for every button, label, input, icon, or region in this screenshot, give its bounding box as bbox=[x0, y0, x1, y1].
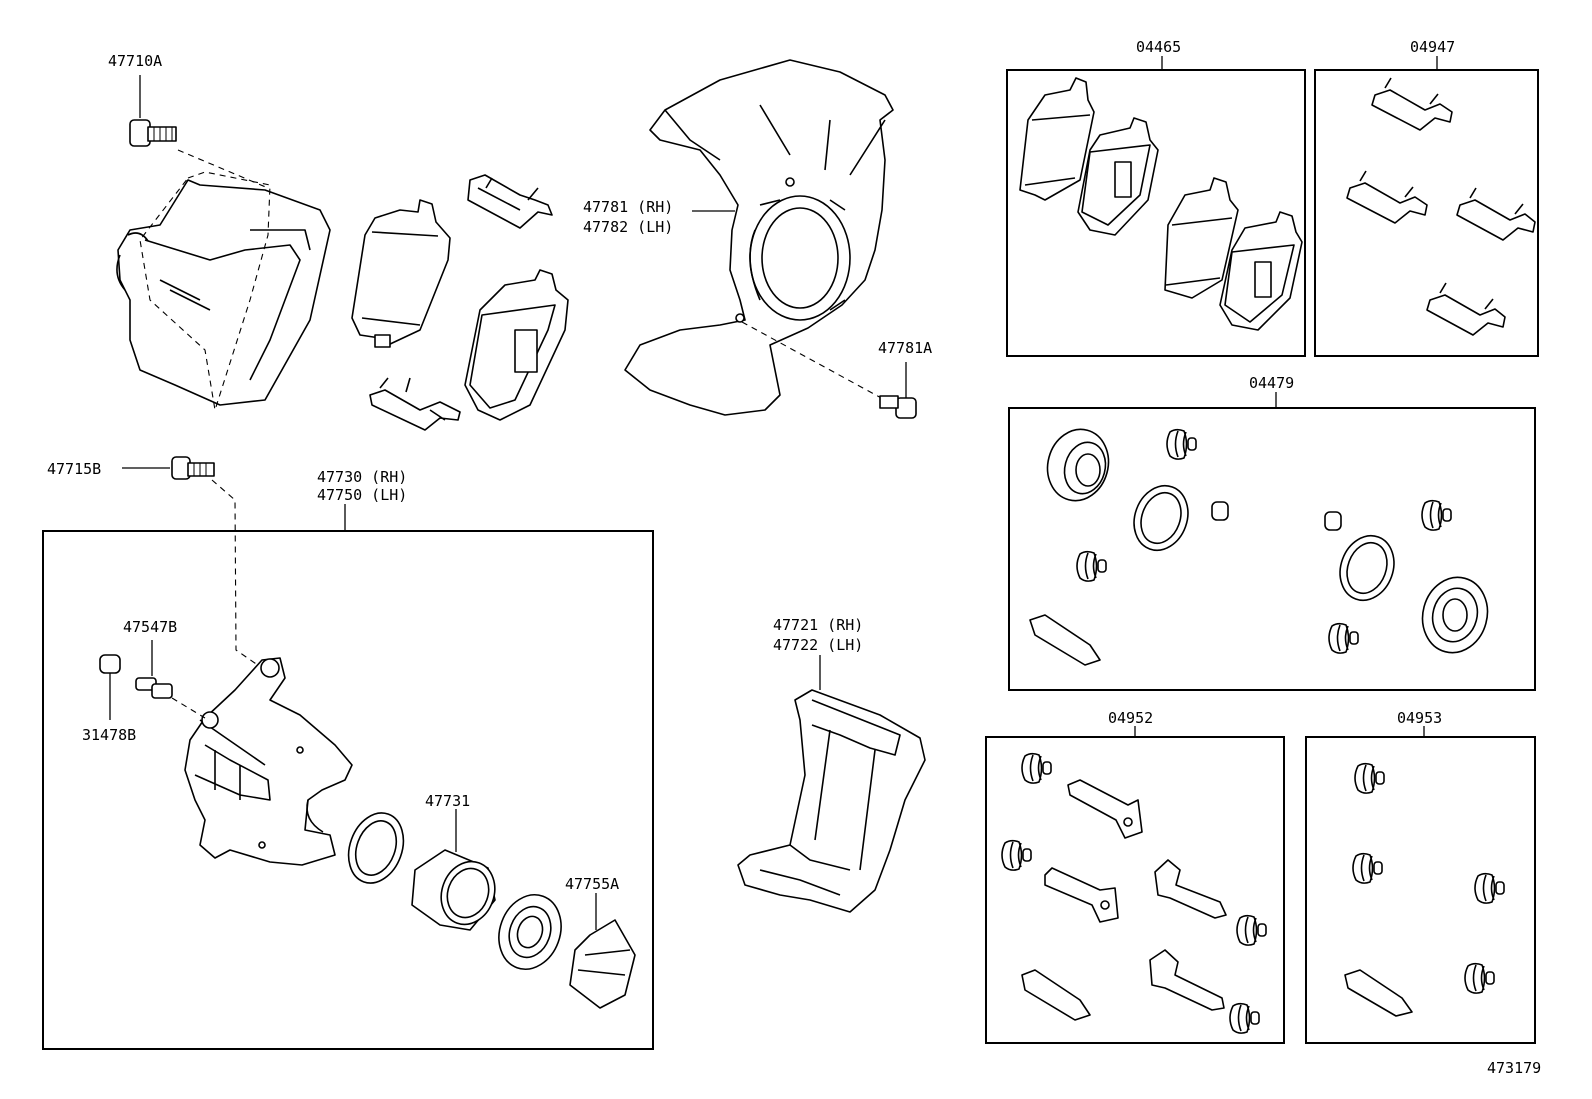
piston-seal[interactable] bbox=[339, 805, 412, 890]
label-04947: 04947 bbox=[1410, 38, 1455, 56]
kit-04479-parts[interactable] bbox=[1029, 422, 1496, 666]
label-47782-lh: 47782 (LH) bbox=[583, 218, 673, 236]
bleeder-cap-31478B[interactable] bbox=[99, 654, 121, 720]
caliper-assembly-box bbox=[42, 530, 654, 1050]
label-04479: 04479 bbox=[1249, 374, 1294, 392]
label-47721-rh: 47721 (RH) bbox=[773, 616, 863, 634]
label-47781-rh: 47781 (RH) bbox=[583, 198, 673, 216]
kit-04952-parts[interactable] bbox=[1001, 752, 1267, 1034]
kit-04947-clips[interactable] bbox=[1346, 77, 1536, 336]
bolt-47710A[interactable] bbox=[129, 75, 177, 147]
kit-04479-box bbox=[1008, 407, 1536, 691]
kit-04947-box bbox=[1314, 69, 1539, 357]
brake-pad-outer[interactable] bbox=[464, 269, 569, 421]
bleeder-plug-47547B[interactable] bbox=[135, 640, 206, 719]
label-47710A: 47710A bbox=[108, 52, 162, 70]
kit-04953-parts[interactable] bbox=[1344, 762, 1505, 1017]
label-47755A: 47755A bbox=[565, 875, 619, 893]
label-47722-lh: 47722 (LH) bbox=[773, 636, 863, 654]
label-04953: 04953 bbox=[1397, 709, 1442, 727]
label-47730-rh: 47730 (RH) bbox=[317, 468, 407, 486]
kit-04465-box bbox=[1006, 69, 1306, 357]
caliper-mounting-bracket[interactable] bbox=[737, 655, 926, 913]
kit-04953-box bbox=[1305, 736, 1536, 1044]
label-04465: 04465 bbox=[1136, 38, 1181, 56]
anti-squeal-plate-47755A[interactable] bbox=[569, 893, 636, 1009]
label-47731: 47731 bbox=[425, 792, 470, 810]
label-04952: 04952 bbox=[1108, 709, 1153, 727]
disc-dust-shield[interactable] bbox=[624, 59, 894, 416]
label-31478B: 31478B bbox=[82, 726, 136, 744]
kit-04465-pads[interactable] bbox=[1019, 77, 1303, 331]
bolt-47781A[interactable] bbox=[879, 362, 917, 419]
label-47715B: 47715B bbox=[47, 460, 101, 478]
cylinder-boot[interactable] bbox=[489, 886, 571, 978]
drawing-number: 473179 bbox=[1487, 1059, 1541, 1077]
piston-47731[interactable] bbox=[411, 809, 503, 932]
caliper-housing[interactable] bbox=[184, 657, 353, 866]
brake-pad-inner[interactable] bbox=[351, 199, 451, 348]
label-47781A: 47781A bbox=[878, 339, 932, 357]
pad-clip-lower[interactable] bbox=[369, 377, 461, 431]
pad-clip-upper[interactable] bbox=[467, 174, 553, 229]
bolt-47715B[interactable] bbox=[122, 456, 263, 669]
label-47750-lh: 47750 (LH) bbox=[317, 486, 407, 504]
caliper-body-outline bbox=[116, 149, 331, 411]
label-47547B: 47547B bbox=[123, 618, 177, 636]
